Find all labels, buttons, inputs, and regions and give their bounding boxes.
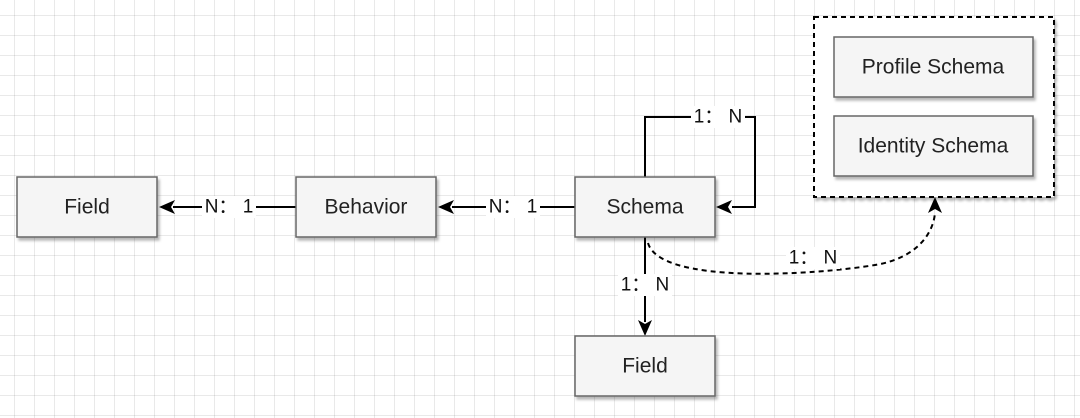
- node-box: [833, 36, 1034, 98]
- edge-label-schema-to-group: 1： N: [786, 247, 840, 269]
- edge-label-text: 1： N: [621, 275, 670, 296]
- edge-label-text: N： 1: [205, 197, 254, 218]
- edge-label-background: [691, 106, 745, 128]
- node-profile-schema[interactable]: Profile Schema: [833, 36, 1034, 98]
- edge-schema-to-group[interactable]: [647, 197, 942, 275]
- edge-label-text: N： 1: [489, 197, 538, 218]
- edge-line: [647, 211, 936, 275]
- edge-label-background: [486, 196, 540, 218]
- node-field-left[interactable]: Field: [16, 176, 158, 238]
- edge-label-behavior-to-field: N： 1: [202, 196, 256, 218]
- node-label: Schema: [606, 196, 683, 219]
- node-label: Field: [622, 355, 668, 378]
- edge-line: [644, 116, 756, 208]
- edge-label-schema-to-behavior: N： 1: [486, 196, 540, 218]
- node-behavior[interactable]: Behavior: [295, 176, 437, 238]
- arrowhead-up-icon: [928, 197, 942, 213]
- node-box: [574, 176, 716, 238]
- node-identity-schema[interactable]: Identity Schema: [833, 115, 1034, 177]
- node-box: [833, 115, 1034, 177]
- node-schema[interactable]: Schema: [574, 176, 716, 238]
- arrowhead-left-icon: [159, 200, 175, 214]
- node-field-bottom[interactable]: Field: [574, 335, 716, 397]
- arrowhead-down-icon: [638, 320, 652, 336]
- edge-schema-self-loop[interactable]: [644, 116, 756, 214]
- node-box: [295, 176, 437, 238]
- edge-label-schema-to-field: 1： N: [618, 274, 672, 296]
- edge-label-text: 1： N: [789, 248, 838, 269]
- node-label: Identity Schema: [858, 135, 1009, 158]
- edge-label-background: [786, 247, 840, 269]
- arrowhead-left-icon: [716, 200, 732, 214]
- edge-label-background: [202, 196, 256, 218]
- node-box: [574, 335, 716, 397]
- node-label: Behavior: [325, 196, 408, 219]
- node-label: Profile Schema: [862, 56, 1005, 79]
- node-label: Field: [64, 196, 110, 219]
- edge-label-text: 1： N: [694, 107, 743, 128]
- edge-label-schema-self-loop: 1： N: [691, 106, 745, 128]
- arrowhead-left-icon: [438, 200, 454, 214]
- edge-label-background: [618, 274, 672, 296]
- node-box: [16, 176, 158, 238]
